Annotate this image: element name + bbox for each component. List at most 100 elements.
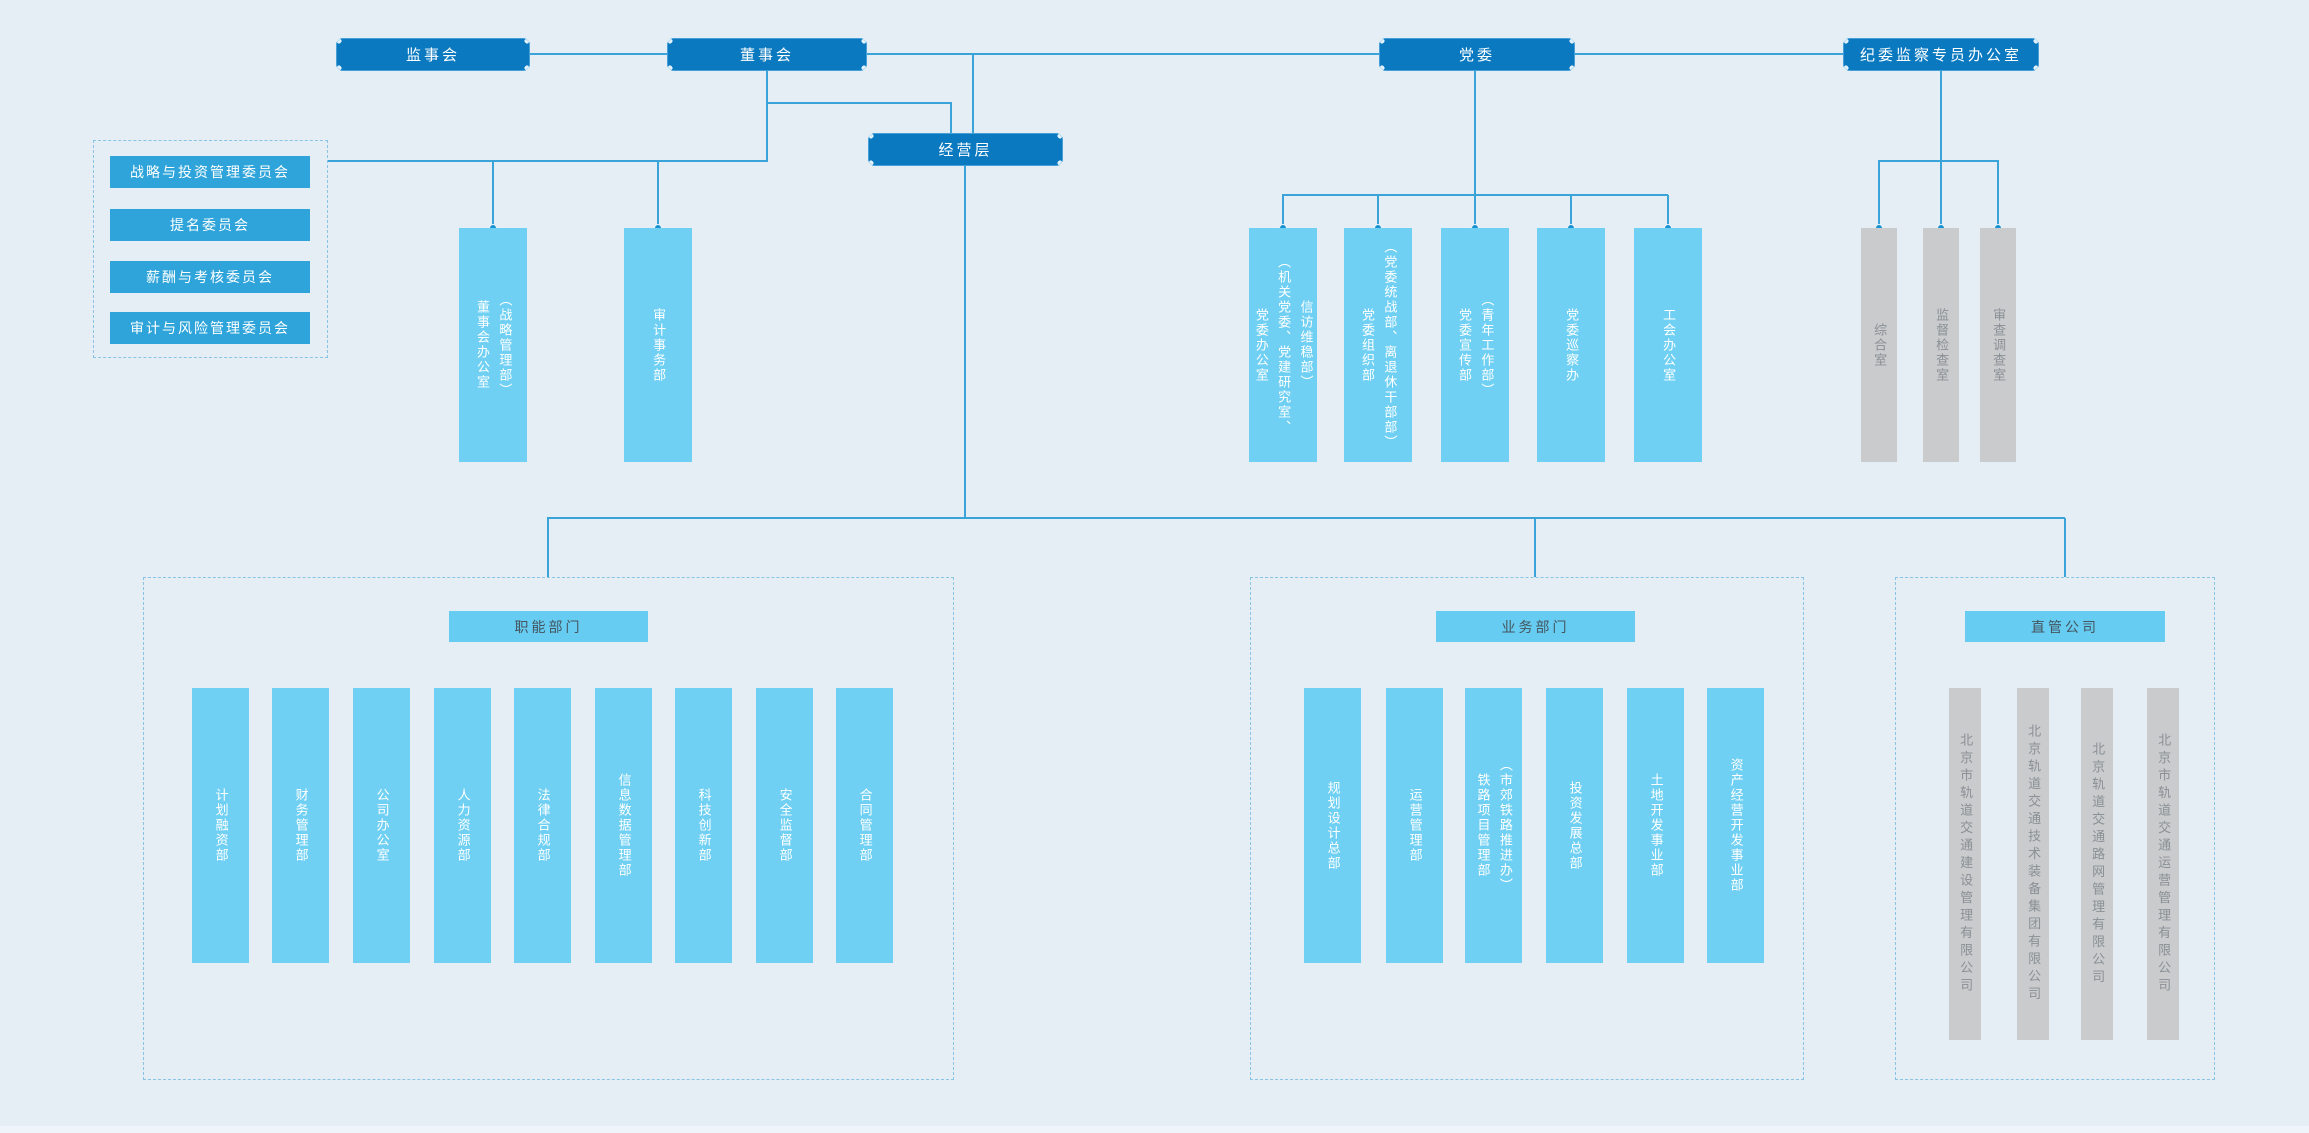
functional-departments-group: [143, 577, 954, 1080]
node-construction-management-company[interactable]: 北京市轨道交通建设管理有限公司: [1949, 688, 1981, 1040]
node-nomination-committee[interactable]: 提名委员会: [110, 209, 310, 241]
node-label: 薪酬与考核委员会: [146, 269, 274, 285]
node-label: 董事会办公室 （战略管理部）: [475, 292, 513, 398]
node-audit-affairs-dept[interactable]: 审计事务部: [624, 228, 692, 462]
section-label: 业务部门: [1501, 618, 1570, 635]
connector: [1667, 195, 1669, 228]
node-board-of-directors[interactable]: 董事会: [667, 38, 867, 71]
node-label: 土地开发事业部: [1648, 773, 1664, 878]
node-network-management-company[interactable]: 北京轨道交通路网管理有限公司: [2081, 688, 2113, 1040]
connector: [1377, 195, 1379, 228]
connector: [1997, 161, 1999, 228]
section-label-direct-companies[interactable]: 直管公司: [1965, 611, 2165, 642]
node-label: 董事会: [739, 47, 794, 64]
node-science-technology-innovation-dept[interactable]: 科技创新部: [675, 688, 732, 963]
node-party-organization-dept[interactable]: 党委组织部 （党委统战部、离退休干部部）: [1344, 228, 1412, 462]
node-party-inspection-office[interactable]: 党委巡察办: [1537, 228, 1605, 462]
node-label: 战略与投资管理委员会: [130, 164, 290, 180]
connector: [1570, 195, 1572, 228]
node-railway-project-management-dept[interactable]: 铁路项目管理部 （市郊铁路推进办）: [1465, 688, 1522, 963]
node-board-office[interactable]: 董事会办公室 （战略管理部）: [459, 228, 527, 462]
node-label: 纪委监察专员办公室: [1859, 47, 2022, 64]
node-remuneration-assessment-committee[interactable]: 薪酬与考核委员会: [110, 261, 310, 293]
node-label: 财务管理部: [293, 788, 309, 863]
node-land-development-division[interactable]: 土地开发事业部: [1627, 688, 1684, 963]
node-label: 北京轨道交通技术装备集团有限公司: [2026, 724, 2042, 1004]
node-planning-finance-dept[interactable]: 计划融资部: [192, 688, 249, 963]
node-strategy-investment-committee[interactable]: 战略与投资管理委员会: [110, 156, 310, 188]
section-label-functional-departments[interactable]: 职能部门: [449, 611, 648, 642]
node-label: 安全监督部: [777, 788, 793, 863]
node-asset-operation-development-division[interactable]: 资产经营开发事业部: [1707, 688, 1764, 963]
node-party-committee[interactable]: 党委: [1379, 38, 1575, 71]
bottom-edge: [0, 1126, 2309, 1133]
node-discipline-inspection-office[interactable]: 纪委监察专员办公室: [1843, 38, 2039, 71]
node-contract-management-dept[interactable]: 合同管理部: [836, 688, 893, 963]
node-supervision-inspection-office[interactable]: 监督检查室: [1923, 228, 1959, 462]
node-label: 审查调查室: [1991, 307, 2007, 383]
node-label: 审计事务部: [651, 307, 667, 383]
connector: [1282, 194, 1668, 196]
node-label: 监事会: [405, 47, 460, 64]
connector: [964, 165, 966, 518]
node-label: 信息数据管理部: [616, 773, 632, 878]
node-general-office[interactable]: 综合室: [1861, 228, 1897, 462]
node-human-resources-dept[interactable]: 人力资源部: [434, 688, 491, 963]
connector: [972, 54, 974, 133]
connector: [547, 518, 549, 577]
node-label: 法律合规部: [535, 788, 551, 863]
connector: [867, 53, 1379, 55]
node-label: 运营管理部: [1407, 788, 1423, 863]
connector: [950, 103, 952, 133]
connector: [1575, 53, 1843, 55]
node-technology-equipment-group-company[interactable]: 北京轨道交通技术装备集团有限公司: [2017, 688, 2049, 1040]
node-label: 工会办公室: [1661, 307, 1677, 383]
node-audit-risk-committee[interactable]: 审计与风险管理委员会: [110, 312, 310, 344]
node-operation-management-dept[interactable]: 运营管理部: [1386, 688, 1443, 963]
node-label: 经营层: [938, 142, 993, 159]
connector: [328, 160, 768, 162]
node-label: 科技创新部: [696, 788, 712, 863]
connector: [1878, 161, 1880, 228]
node-party-propaganda-dept[interactable]: 党委宣传部 （青年工作部）: [1441, 228, 1509, 462]
connector: [530, 53, 667, 55]
node-label: 党委组织部 （党委统战部、离退休干部部）: [1360, 240, 1398, 450]
node-planning-design-hq[interactable]: 规划设计总部: [1304, 688, 1361, 963]
node-label: 规划设计总部: [1325, 780, 1341, 871]
node-label: 综合室: [1872, 322, 1888, 368]
section-label-business-departments[interactable]: 业务部门: [1436, 611, 1635, 642]
node-label: 党委办公室 （机关党委、党建研究室、 信访维稳部）: [1253, 255, 1314, 435]
node-operation-management-company[interactable]: 北京市轨道交通运营管理有限公司: [2147, 688, 2179, 1040]
node-legal-compliance-dept[interactable]: 法律合规部: [514, 688, 571, 963]
connector: [2064, 518, 2066, 577]
connector: [547, 517, 2065, 519]
node-supervisory-board[interactable]: 监事会: [336, 38, 530, 71]
section-label: 职能部门: [514, 618, 583, 635]
node-label: 合同管理部: [857, 788, 873, 863]
connector: [492, 161, 494, 228]
connector: [657, 161, 659, 228]
connector: [1474, 70, 1476, 228]
direct-companies-group: [1895, 577, 2215, 1080]
connector: [1940, 70, 1942, 228]
node-labor-union-office[interactable]: 工会办公室: [1634, 228, 1702, 462]
node-review-investigation-office[interactable]: 审查调查室: [1980, 228, 2016, 462]
node-label: 计划融资部: [213, 788, 229, 863]
connector: [1878, 160, 1999, 162]
node-label: 党委巡察办: [1564, 307, 1580, 383]
node-investment-development-hq[interactable]: 投资发展总部: [1546, 688, 1603, 963]
node-label: 提名委员会: [170, 217, 250, 233]
node-management-layer[interactable]: 经营层: [868, 133, 1063, 166]
business-departments-group: [1250, 577, 1804, 1080]
node-safety-supervision-dept[interactable]: 安全监督部: [756, 688, 813, 963]
connector: [1534, 518, 1536, 577]
node-label: 监督检查室: [1934, 307, 1950, 383]
node-party-office[interactable]: 党委办公室 （机关党委、党建研究室、 信访维稳部）: [1249, 228, 1317, 462]
node-label: 党委宣传部 （青年工作部）: [1457, 292, 1495, 398]
connector: [767, 102, 952, 104]
node-company-office[interactable]: 公司办公室: [353, 688, 410, 963]
node-financial-management-dept[interactable]: 财务管理部: [272, 688, 329, 963]
node-label: 党委: [1458, 47, 1495, 64]
node-information-data-management-dept[interactable]: 信息数据管理部: [595, 688, 652, 963]
